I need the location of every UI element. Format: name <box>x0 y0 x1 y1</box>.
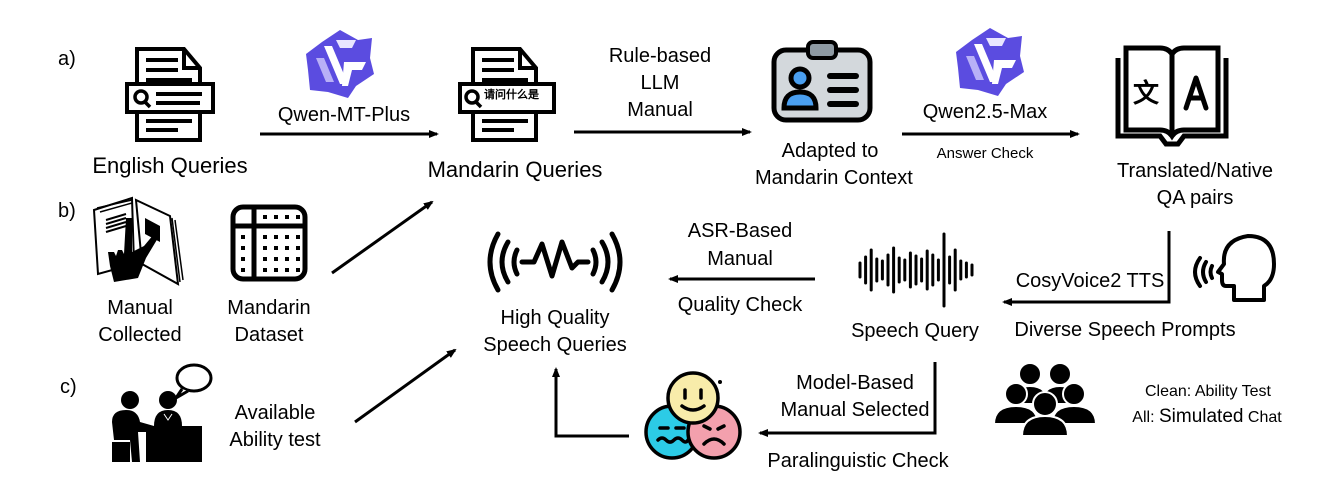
section-label-a: a) <box>58 48 76 70</box>
node-english-queries: English Queries <box>92 153 248 178</box>
edge-label-manual: Manual <box>627 99 693 121</box>
arrow-dataset-to-mandarin <box>331 200 434 275</box>
edge-label-llm: LLM <box>640 72 680 94</box>
node-manual-line1: Manual <box>107 297 173 319</box>
node-crowd-line1: Clean: Ability Test <box>1145 383 1271 400</box>
audio-waveform-icon <box>858 232 974 308</box>
edge-label-manual-selected: Manual Selected <box>780 399 930 421</box>
node-hq-line1: High Quality <box>500 307 610 329</box>
arrow-ability-to-hq <box>354 348 457 424</box>
edge-label-rule-based: Rule-based <box>608 45 712 67</box>
edge-label-qwen-mt-plus: Qwen-MT-Plus <box>277 104 411 126</box>
section-label-b: b) <box>58 200 76 222</box>
node-speech-query: Speech Query <box>851 320 979 342</box>
node-available-line2: Ability test <box>229 429 321 451</box>
mandarin-query-text: 请问什么是 <box>484 88 539 101</box>
edge-label-qwen-max: Qwen2.5-Max <box>922 101 1048 123</box>
manual-book-hand-icon <box>92 196 184 286</box>
edge-label-answer-check: Answer Check <box>936 145 1034 162</box>
emotion-faces-icon <box>644 371 742 460</box>
node-adapted-line2: Mandarin Context <box>755 167 913 189</box>
node-dataset-line1: Mandarin <box>227 297 311 319</box>
edge-label-paralinguistic-check: Paralinguistic Check <box>767 450 949 472</box>
crowd-line2-prefix: All: <box>1132 409 1155 426</box>
node-mandarin-queries: Mandarin Queries <box>427 157 603 182</box>
qwen-logo-icon <box>306 30 374 98</box>
mandarin-document-search-icon <box>458 47 556 142</box>
node-hq-line2: Speech Queries <box>483 334 627 356</box>
section-label-c: c) <box>60 376 77 398</box>
edge-label-asr-manual: Manual <box>707 248 773 270</box>
crowd-line2-main: Simulated <box>1158 406 1244 427</box>
node-available-line1: Available <box>234 402 316 424</box>
node-qa-line2: QA pairs <box>1156 187 1234 209</box>
arrow-emotions-to-hq <box>552 367 629 438</box>
edge-label-model-based: Model-Based <box>796 372 914 394</box>
translation-book-icon: 文 <box>1115 45 1229 147</box>
edge-label-cosyvoice-tts: CosyVoice2 TTS <box>1015 270 1165 292</box>
speaking-head-icon <box>1193 234 1276 302</box>
node-dataset-line2: Dataset <box>234 324 304 346</box>
svg-text:文: 文 <box>1133 78 1160 109</box>
crowd-line2-suffix: Chat <box>1247 409 1282 426</box>
crowd-people-icon <box>992 362 1098 437</box>
arrow-qa-to-speech-query <box>1002 231 1171 306</box>
edge-label-diverse-prompts: Diverse Speech Prompts <box>1014 319 1236 341</box>
id-card-icon <box>771 40 873 123</box>
interview-desk-icon <box>112 363 213 462</box>
english-document-search-icon <box>125 47 215 142</box>
node-crowd-line2: All: Simulated Chat <box>1112 406 1302 428</box>
node-qa-line1: Translated/Native <box>1117 160 1273 182</box>
edge-label-quality-check: Quality Check <box>677 294 803 316</box>
dataset-table-icon <box>230 204 308 282</box>
speech-wave-broadcast-icon <box>487 231 623 293</box>
edge-label-asr-based: ASR-Based <box>687 220 793 242</box>
node-manual-line2: Collected <box>98 324 182 346</box>
qwen-logo-icon <box>956 28 1024 96</box>
arrow-speech-query-to-emotions <box>758 362 937 437</box>
node-adapted-line1: Adapted to <box>781 140 879 162</box>
